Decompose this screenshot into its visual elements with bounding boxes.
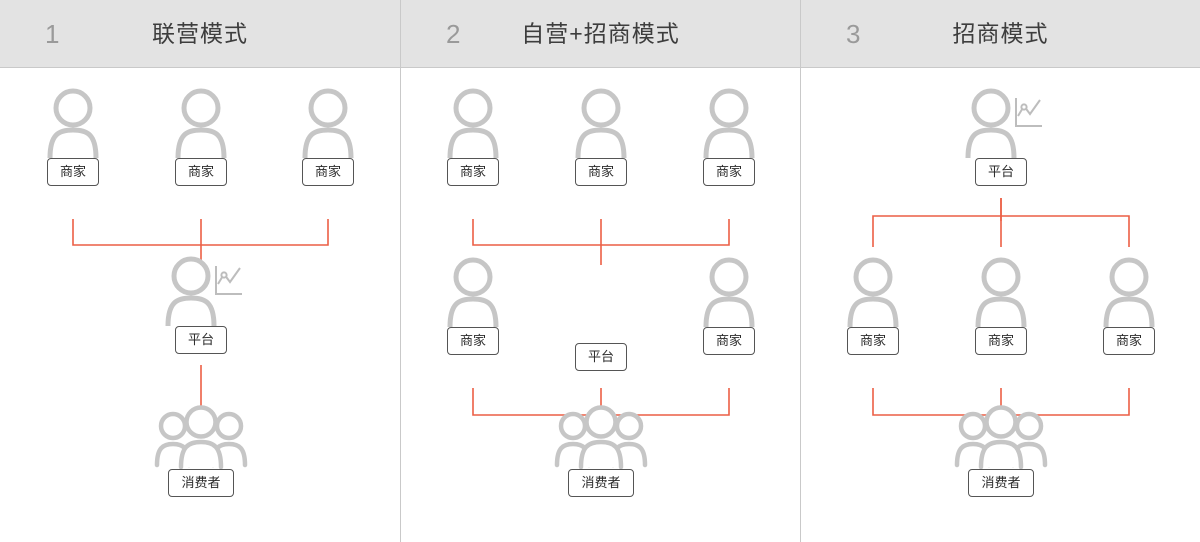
person-icon (447, 88, 499, 158)
person-icon (575, 88, 627, 158)
node-label: 消费者 (968, 469, 1034, 497)
node-label: 商家 (846, 327, 899, 355)
chart-badge-icon (1015, 98, 1042, 127)
node-label: 平台 (974, 158, 1027, 186)
node-merchant[interactable]: 商家 (258, 86, 398, 186)
node-merchant[interactable]: 商家 (403, 255, 543, 355)
node-merchant[interactable]: 商家 (803, 255, 943, 355)
node-label: 商家 (974, 327, 1027, 355)
panel-2-body: 商家 商家 商家 (401, 68, 800, 542)
panel-1-connectors (72, 219, 329, 411)
person-icon (175, 88, 227, 158)
node-label: 平台 (174, 326, 227, 354)
people-group-icon (154, 405, 248, 469)
node-platform[interactable]: 平台 (131, 254, 271, 354)
node-merchant[interactable]: 商家 (131, 86, 271, 186)
panel-2: 2 自营+招商模式 商家 (400, 0, 800, 542)
panel-3-title: 招商模式 (952, 20, 1049, 46)
person-icon (703, 257, 755, 327)
node-platform[interactable]: 平台 (531, 343, 671, 371)
node-label: 商家 (702, 327, 755, 355)
node-merchant[interactable]: 商家 (3, 86, 143, 186)
node-consumer[interactable]: 消费者 (131, 405, 271, 497)
panel-3: 3 招商模式 (800, 0, 1200, 542)
panel-1-number: 1 (45, 18, 60, 49)
node-label: 商家 (574, 158, 627, 186)
node-merchant[interactable]: 商家 (659, 86, 799, 186)
people-group-icon (554, 405, 648, 469)
node-label: 商家 (46, 158, 99, 186)
node-platform[interactable]: 平台 (931, 86, 1071, 186)
node-merchant[interactable]: 商家 (659, 255, 799, 355)
person-with-chart-icon (965, 88, 1042, 158)
node-merchant[interactable]: 商家 (531, 86, 671, 186)
person-with-chart-icon (165, 256, 242, 326)
panel-2-title: 自营+招商模式 (521, 20, 680, 46)
person-icon (47, 88, 99, 158)
node-consumer[interactable]: 消费者 (931, 405, 1071, 497)
person-icon (447, 257, 499, 327)
panel-3-body: 平台 商家 商家 商家 (801, 68, 1200, 542)
node-label: 消费者 (568, 469, 634, 497)
panel-1-title: 联营模式 (152, 20, 248, 46)
node-label: 消费者 (168, 469, 234, 497)
node-label: 商家 (446, 158, 499, 186)
node-label: 商家 (446, 327, 499, 355)
person-icon (1103, 257, 1155, 327)
person-icon (847, 257, 899, 327)
node-label: 平台 (574, 343, 627, 371)
panel-2-header: 2 自营+招商模式 (401, 0, 800, 68)
node-merchant[interactable]: 商家 (931, 255, 1071, 355)
panel-1-body: 商家 商家 商家 (0, 68, 400, 542)
panel-1: 1 联营模式 商家 (0, 0, 400, 542)
node-consumer[interactable]: 消费者 (531, 405, 671, 497)
chart-badge-icon (215, 266, 242, 295)
node-label: 商家 (702, 158, 755, 186)
node-label: 商家 (301, 158, 354, 186)
person-icon (975, 257, 1027, 327)
panel-2-number: 2 (446, 18, 461, 49)
person-icon (703, 88, 755, 158)
people-group-icon (954, 405, 1048, 469)
node-label: 商家 (1102, 327, 1155, 355)
node-label: 商家 (174, 158, 227, 186)
person-icon (302, 88, 354, 158)
panel-3-header: 3 招商模式 (801, 0, 1200, 68)
node-merchant[interactable]: 商家 (403, 86, 543, 186)
panel-3-number: 3 (846, 18, 861, 49)
node-merchant[interactable]: 商家 (1059, 255, 1199, 355)
panel-1-header: 1 联营模式 (0, 0, 400, 68)
